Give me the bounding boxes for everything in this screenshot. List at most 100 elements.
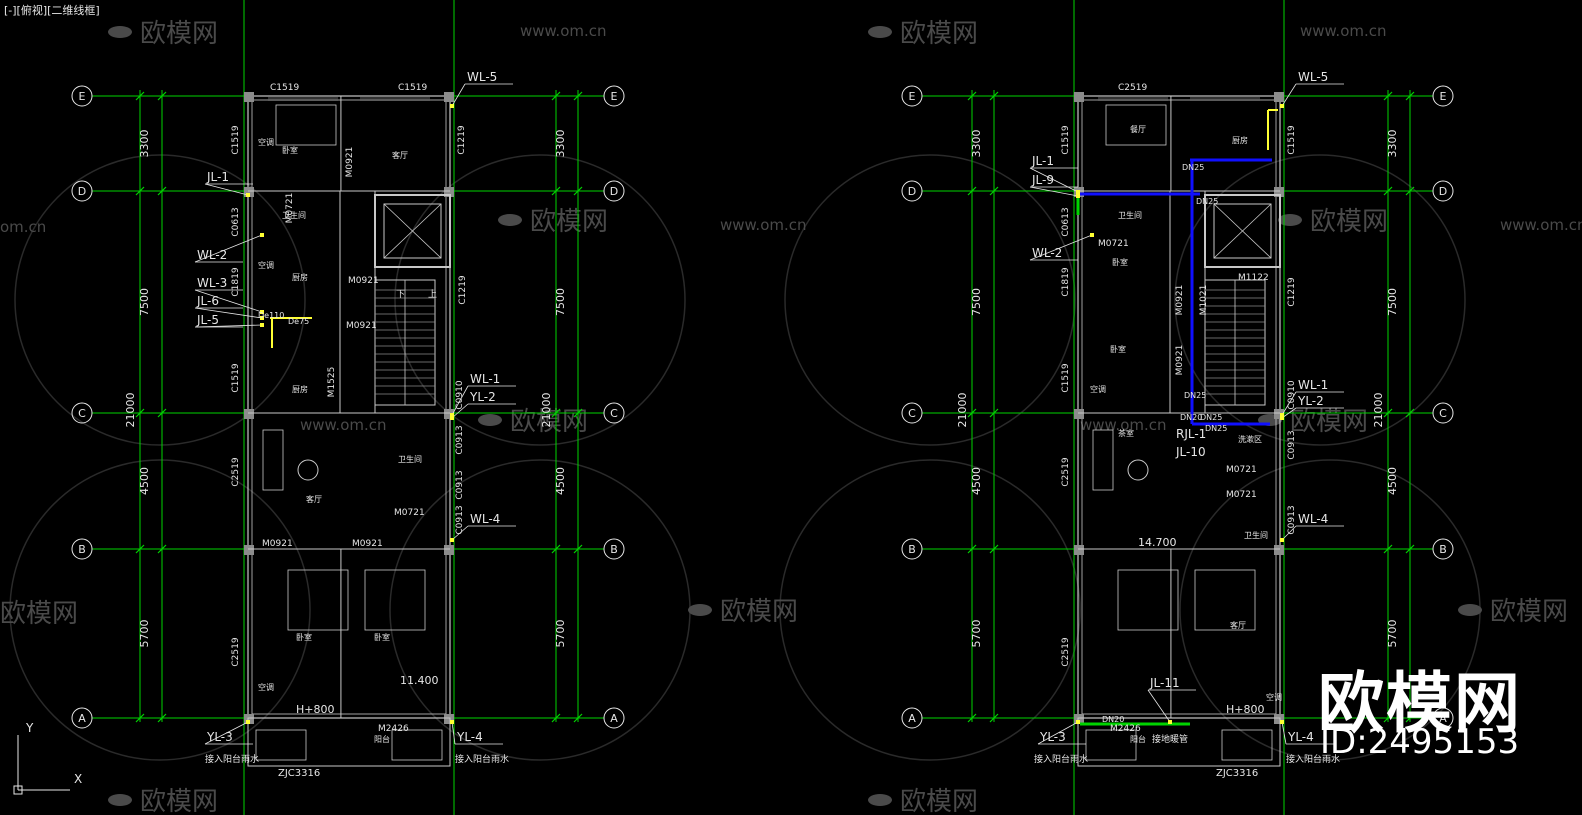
window-label: C0910 bbox=[455, 380, 465, 409]
dimension-tick bbox=[967, 713, 977, 723]
door-label: M0921 bbox=[1175, 285, 1185, 316]
plan-inner-outline bbox=[1081, 99, 1277, 715]
sofa bbox=[1092, 429, 1114, 491]
room-label: 洗漱区 bbox=[1238, 434, 1262, 444]
ac-unit bbox=[1221, 729, 1273, 761]
dimension-text: 5700 bbox=[138, 620, 151, 648]
pipe-label: WL-1 bbox=[1298, 378, 1328, 392]
room-label: 空调 bbox=[1266, 692, 1282, 702]
pipe-label: WL-2 bbox=[1032, 246, 1062, 260]
leader-line bbox=[1281, 721, 1287, 745]
dimension-text: 5700 bbox=[970, 620, 983, 648]
axis-bubble-label: E bbox=[79, 90, 86, 103]
axis-bubble-label: C bbox=[908, 407, 916, 420]
sofa bbox=[262, 429, 284, 491]
dimension-tick bbox=[1383, 544, 1393, 554]
door-label: M0921 bbox=[348, 276, 379, 286]
structural-column bbox=[244, 409, 254, 419]
watermark-sofa-icon bbox=[1458, 604, 1482, 616]
axis-bubble bbox=[71, 538, 93, 560]
foundation-label: ZJC3316 bbox=[278, 768, 320, 779]
pipe-marker bbox=[1090, 233, 1094, 237]
elevator-car bbox=[1213, 203, 1272, 259]
bed bbox=[1194, 569, 1256, 631]
door-label: M0721 bbox=[394, 508, 425, 518]
window-label: C0913 bbox=[1287, 430, 1297, 459]
window-label: C0913 bbox=[1287, 505, 1297, 534]
window-label: C1819 bbox=[1061, 267, 1071, 296]
dimension-text: 5700 bbox=[1386, 620, 1399, 648]
watermark-url: www.om.cn bbox=[520, 22, 607, 40]
dimension-tick bbox=[157, 186, 167, 196]
ucs-y-label: Y bbox=[25, 721, 34, 735]
leader-line bbox=[1281, 407, 1297, 419]
leader-line bbox=[204, 183, 249, 196]
dimension-tick bbox=[573, 91, 583, 101]
balcony bbox=[247, 717, 451, 767]
ucs-x-label: X bbox=[74, 772, 82, 786]
window-label: C0913 bbox=[455, 425, 465, 454]
axis-bubble-label: A bbox=[1439, 712, 1447, 725]
room-label: 卫生间 bbox=[1118, 210, 1142, 220]
door-label: M1525 bbox=[327, 367, 337, 398]
structural-column bbox=[444, 92, 454, 102]
dimension-tick bbox=[967, 91, 977, 101]
dimension-tick bbox=[1383, 186, 1393, 196]
viewport-label[interactable]: [-][俯视][二维线框] bbox=[4, 4, 100, 17]
dimension-tick bbox=[967, 186, 977, 196]
watermark-circle bbox=[394, 154, 686, 446]
tea-table bbox=[1127, 459, 1149, 481]
axis-bubble-label: D bbox=[78, 185, 86, 198]
axis-bubble bbox=[901, 402, 923, 424]
plan-outline bbox=[247, 95, 451, 719]
door-label: M0721 bbox=[1226, 465, 1257, 475]
watermark-brand: 欧模网 bbox=[720, 597, 798, 627]
pipe-size: DN25 bbox=[1205, 424, 1227, 433]
dimension-tick bbox=[573, 713, 583, 723]
watermark-brand: 欧模网 bbox=[900, 787, 978, 815]
room-label: 茶室 bbox=[1118, 428, 1134, 438]
window-label: C1519 bbox=[1061, 363, 1071, 392]
dimension-tick bbox=[135, 713, 145, 723]
drain-note: 接入阳台雨水 bbox=[1034, 753, 1088, 765]
stair-label: 下 bbox=[396, 290, 405, 300]
axis-bubble-label: E bbox=[909, 90, 916, 103]
room-label: 卧室 bbox=[1110, 344, 1126, 354]
leader-line bbox=[1029, 234, 1093, 261]
dimension-text: 4500 bbox=[1386, 467, 1399, 495]
room-label: 厨房 bbox=[1232, 135, 1248, 145]
ac-unit bbox=[255, 729, 307, 761]
elevator-shaft bbox=[1204, 194, 1281, 268]
door-label: M1021 bbox=[1199, 285, 1209, 316]
door-label: M0921 bbox=[345, 147, 355, 178]
floor-heat-note: 接地暖管 bbox=[1152, 733, 1188, 745]
room-label: 卫生间 bbox=[398, 454, 422, 464]
pipe-label: JL-5 bbox=[196, 313, 219, 327]
pipe-marker bbox=[1076, 190, 1080, 194]
watermark-sofa-icon bbox=[108, 26, 132, 38]
balcony bbox=[1077, 717, 1281, 767]
structural-column bbox=[444, 714, 454, 724]
watermark-url: www.om.cn bbox=[1300, 22, 1387, 40]
axis-bubble-label: A bbox=[610, 712, 618, 725]
window-label: C1519 bbox=[270, 83, 299, 93]
axis-bubble bbox=[901, 707, 923, 729]
watermark-sofa-icon bbox=[498, 214, 522, 226]
pipe-label: WL-3 bbox=[197, 276, 227, 290]
structural-column bbox=[244, 187, 254, 197]
dimension-tick bbox=[157, 713, 167, 723]
structural-column bbox=[444, 409, 454, 419]
elevator-cross bbox=[1213, 203, 1272, 259]
structural-column bbox=[1074, 714, 1084, 724]
axis-bubble-label: B bbox=[908, 543, 916, 556]
drain-note: 接入阳台雨水 bbox=[455, 753, 509, 765]
window-label: C2519 bbox=[231, 457, 241, 486]
leader-line bbox=[1037, 721, 1079, 745]
room-label: 餐厅 bbox=[1130, 125, 1146, 134]
axis-bubble bbox=[901, 85, 923, 107]
dimension-tick bbox=[157, 91, 167, 101]
axis-bubble bbox=[71, 85, 93, 107]
dimension-text: 4500 bbox=[138, 467, 151, 495]
dimension-tick bbox=[551, 186, 561, 196]
